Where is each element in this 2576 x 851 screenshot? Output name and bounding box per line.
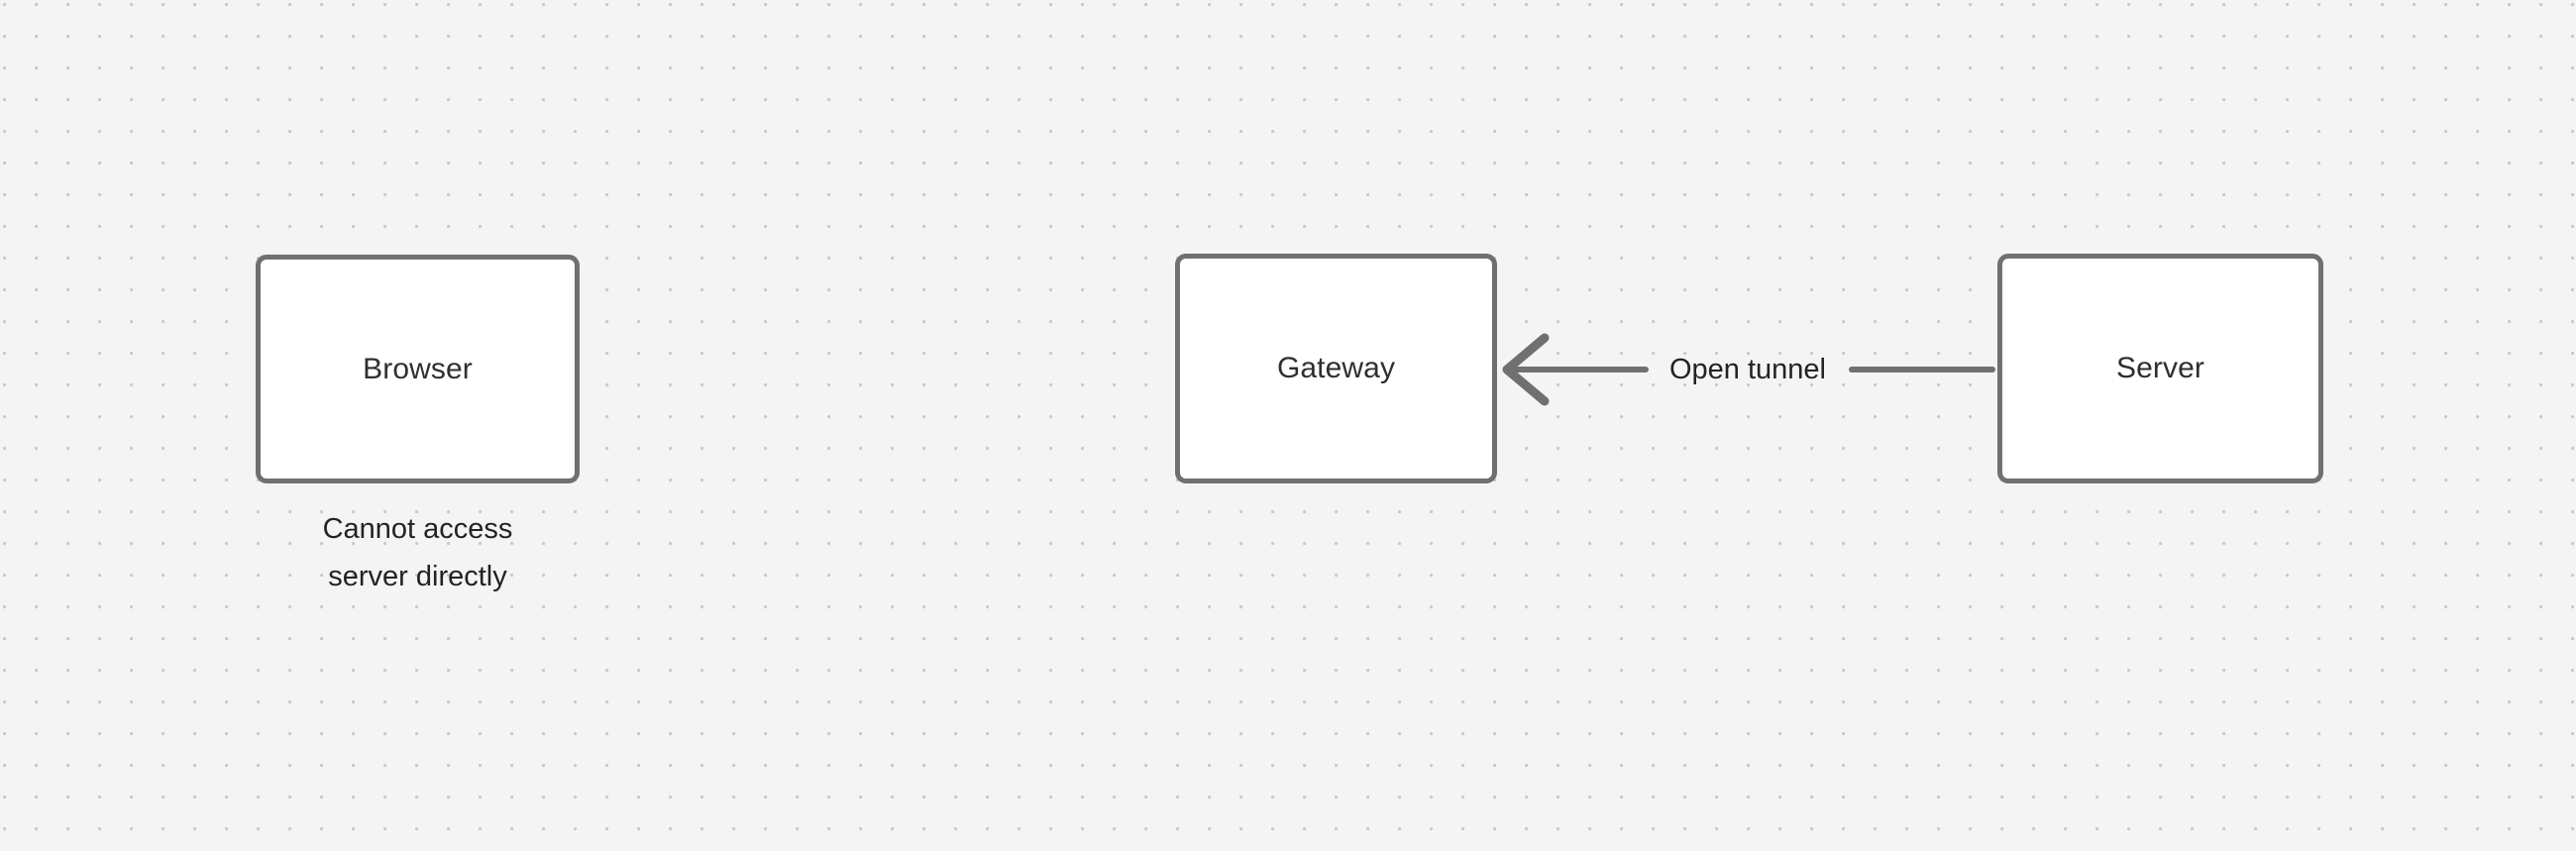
node-server-label: Server [2116,352,2204,384]
node-gateway-label: Gateway [1276,352,1396,384]
node-browser[interactable]: Browser [256,255,580,483]
node-gateway[interactable]: Gateway [1175,254,1497,483]
edge-server-to-gateway[interactable]: Open tunnel [1497,327,1998,412]
edge-open-tunnel-line [1502,333,1995,406]
browser-note: Cannot access server directly [256,505,580,600]
edge-open-tunnel-label: Open tunnel [1668,354,1826,385]
browser-note-line-2: server directly [328,561,507,592]
node-browser-label: Browser [363,352,473,385]
browser-note-line-1: Cannot access [322,513,513,545]
arrowhead-left-icon [1502,333,1550,406]
node-server[interactable]: Server [1997,254,2323,483]
